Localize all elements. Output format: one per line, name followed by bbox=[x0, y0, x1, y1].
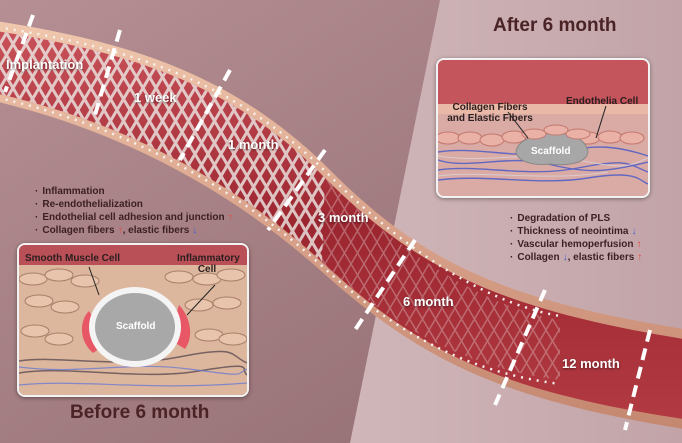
note-text: Endothelial cell adhesion and junction bbox=[42, 212, 225, 223]
stage-label-12-month: 12 month bbox=[562, 356, 620, 371]
note-text: Degradation of PLS bbox=[517, 213, 611, 224]
left-note-1: Re-endothelialization bbox=[35, 198, 233, 211]
label-smooth-muscle-cell: Smooth Muscle Cell bbox=[25, 253, 121, 264]
stage-label-6-month: 6 month bbox=[403, 294, 454, 309]
label-scaffold-before: Scaffold bbox=[116, 321, 156, 332]
label-collagen-elastic-fibers: Collagen Fibers and Elastic Fibers bbox=[447, 102, 533, 124]
left-note-3: Collagen fibers↑, elastic fibers↓ bbox=[35, 224, 233, 237]
after-6-month-notes: Degradation of PLSThickness of neointima… bbox=[510, 212, 642, 264]
arrow-up-icon: ↑ bbox=[227, 212, 233, 223]
strut-dots-bottom bbox=[0, 97, 561, 386]
before-6-month-inset: Smooth Muscle Cell Inflammatory Cell Sca… bbox=[17, 243, 249, 397]
stent-mesh bbox=[0, 31, 325, 262]
arrow-down-icon: ↓ bbox=[562, 252, 568, 263]
after-inset-illustration bbox=[438, 60, 648, 196]
heading-before-6-month: Before 6 month bbox=[70, 402, 210, 423]
label-scaffold-after: Scaffold bbox=[531, 146, 571, 157]
arrow-up-icon: ↑ bbox=[636, 239, 642, 250]
right-note-0: Degradation of PLS bbox=[510, 212, 642, 225]
label-endothelia-cell: Endothelia Cell bbox=[566, 96, 639, 107]
after-6-month-inset: Collagen Fibers and Elastic Fibers Endot… bbox=[436, 58, 650, 198]
note-text: Re-endothelialization bbox=[42, 199, 143, 210]
left-note-0: Inflammation bbox=[35, 185, 233, 198]
note-text-secondary: , elastic fibers bbox=[122, 225, 190, 236]
note-text-secondary: , elastic fibers bbox=[567, 252, 635, 263]
arrow-down-icon: ↓ bbox=[631, 226, 637, 237]
stage-label-3-month: 3 month bbox=[318, 210, 369, 225]
arrow-up-icon: ↑ bbox=[637, 252, 643, 263]
heading-after-6-month: After 6 month bbox=[493, 15, 617, 36]
label-inflammatory-cell: Inflammatory Cell bbox=[177, 253, 240, 275]
stent-mesh-faint bbox=[322, 178, 560, 380]
note-text: Thickness of neointima bbox=[517, 226, 629, 237]
stage-label-implantation: Implantation bbox=[6, 57, 84, 72]
note-text: Vascular hemoperfusion bbox=[517, 239, 634, 250]
stage-label-1-week: 1 week bbox=[134, 90, 177, 105]
left-note-2: Endothelial cell adhesion and junction↑ bbox=[35, 211, 233, 224]
note-text: Inflammation bbox=[42, 186, 105, 197]
before-6-month-notes: InflammationRe-endothelializationEndothe… bbox=[35, 185, 233, 237]
note-text: Collagen fibers bbox=[42, 225, 115, 236]
right-note-3: Collagen↓, elastic fibers↑ bbox=[510, 251, 642, 264]
right-note-2: Vascular hemoperfusion↑ bbox=[510, 238, 642, 251]
before-inset-illustration bbox=[19, 245, 247, 395]
stage-label-1-month: 1 month bbox=[228, 137, 279, 152]
arrow-down-icon: ↓ bbox=[192, 225, 198, 236]
stage-dividers bbox=[3, 14, 652, 431]
arrow-up-icon: ↑ bbox=[117, 225, 123, 236]
note-text: Collagen bbox=[517, 252, 560, 263]
right-note-1: Thickness of neointima↓ bbox=[510, 225, 642, 238]
